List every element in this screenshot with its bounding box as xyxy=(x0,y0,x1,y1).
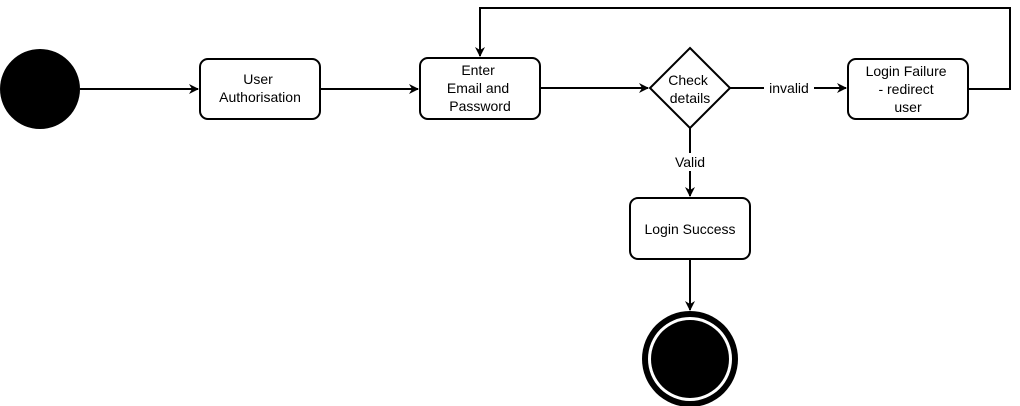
node-check-details-line-1: Check xyxy=(668,72,709,88)
edge-label-valid-text: Valid xyxy=(675,154,705,170)
node-enter-credentials-line-1: Enter xyxy=(461,62,495,78)
edge-label-invalid: invalid xyxy=(764,79,814,97)
node-enter-credentials-line-2: Email and xyxy=(447,80,509,96)
node-login-failure-line-3: user xyxy=(894,99,922,115)
node-user-authorisation: User Authorisation xyxy=(199,58,321,120)
node-user-authorisation-box xyxy=(199,58,321,120)
node-check-details: Check details xyxy=(648,46,732,130)
node-check-details-label: Check details xyxy=(668,72,712,106)
node-check-details-diamond xyxy=(648,46,732,130)
node-user-authorisation-line-1: User xyxy=(243,71,273,87)
edge-label-invalid-text: invalid xyxy=(769,80,809,96)
node-enter-credentials-box xyxy=(419,57,541,120)
edge-label-invalid-background xyxy=(764,79,814,97)
node-user-authorisation-line-2: Authorisation xyxy=(219,89,301,105)
edges xyxy=(80,7,1011,311)
edge-label-valid: Valid xyxy=(668,153,712,171)
node-login-failure: Login Failure - redirect user xyxy=(847,58,969,120)
node-login-failure-box xyxy=(847,58,969,120)
node-enter-credentials-label: Enter Email and Password xyxy=(447,62,513,114)
edge-label-valid-background xyxy=(668,153,712,171)
node-enter-credentials-line-3: Password xyxy=(449,98,510,114)
start-node xyxy=(0,49,80,129)
edge-login-failure-loop-back xyxy=(475,7,1011,90)
end-node-inner-disc xyxy=(651,320,729,398)
node-user-authorisation-label: User Authorisation xyxy=(219,71,301,105)
node-login-success: Login Success xyxy=(629,197,751,260)
node-check-details-line-2: details xyxy=(670,90,710,106)
node-login-success-line-1: Login Success xyxy=(644,221,735,237)
node-login-success-label: Login Success xyxy=(644,221,735,237)
node-login-failure-label: Login Failure - redirect user xyxy=(866,63,951,115)
end-node xyxy=(642,311,738,406)
node-login-failure-line-2: - redirect xyxy=(878,81,933,97)
node-enter-credentials: Enter Email and Password xyxy=(419,57,541,120)
node-login-failure-line-1: Login Failure xyxy=(866,63,947,79)
node-login-success-box xyxy=(629,197,751,260)
